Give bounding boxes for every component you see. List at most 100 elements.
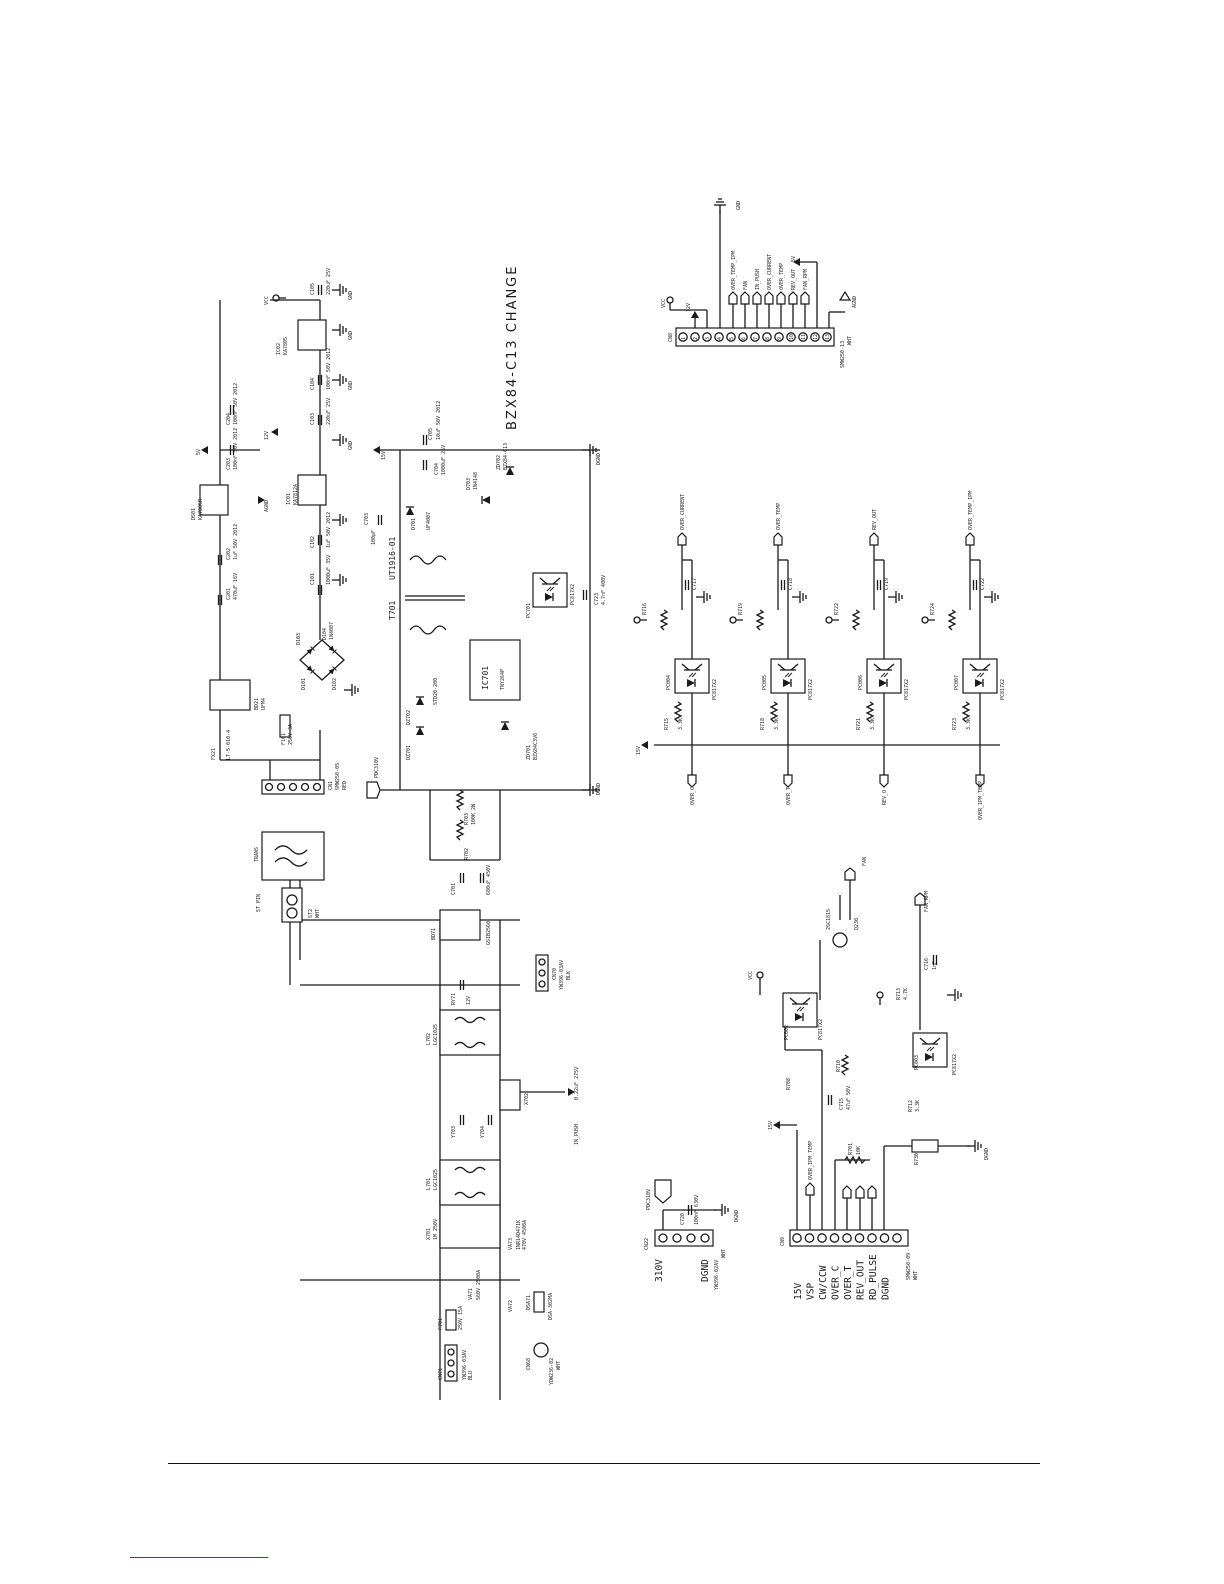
dz701-ref: DZ701 xyxy=(406,745,412,760)
cn9-pin-4 xyxy=(829,1233,840,1243)
c202-value: 1uF 50V 2012 xyxy=(233,524,239,560)
footer-link-underline[interactable] xyxy=(130,1557,268,1558)
c702-value: 680uF 450V xyxy=(486,865,492,895)
vcc-net-2: VCC xyxy=(748,971,754,980)
cn22-color: WHT xyxy=(721,1249,727,1258)
c104-value: 100nF 50V 2012 xyxy=(326,348,332,390)
l702-ref: L702 xyxy=(426,1033,432,1045)
cn68-color: WHT xyxy=(556,1361,562,1370)
cn22-pin-0: 310V xyxy=(654,1259,665,1282)
c723-value: 4.7nF 400V xyxy=(601,575,607,605)
opto-rin-value: 3.3K xyxy=(678,718,684,730)
cn8-pin-8 xyxy=(762,332,772,342)
cn9-ipm-flag: OVER_IPM_TEMP xyxy=(808,1141,814,1180)
y704-ref: Y704 xyxy=(480,1126,486,1138)
ds01-ref: DS01 xyxy=(191,508,197,520)
cn8-pin-number: 3 xyxy=(705,337,711,340)
cn70-part: YW396-03AV xyxy=(559,960,565,990)
x702-value: 12V xyxy=(466,996,472,1005)
bd71-value: GSIB2560 xyxy=(486,921,492,945)
agnd-net: AGND xyxy=(264,500,270,512)
d703-ref: D703 xyxy=(466,478,472,490)
bd21-ref: BD21 xyxy=(254,698,260,710)
pc003-value: PC817X2 xyxy=(952,1054,958,1075)
opto-rin-ref: R723 xyxy=(952,718,958,730)
opto-input-label: OVER_T xyxy=(786,787,792,805)
dz702-ref: DZ702 xyxy=(406,710,412,725)
pc003-ref: PC003 xyxy=(914,1055,920,1070)
cn9-part: SMW250-09 xyxy=(906,1253,912,1280)
va72-ref: VA72 xyxy=(508,1300,514,1312)
cn8-pin-label-3: FAN xyxy=(743,281,749,290)
d102-ref: D102 xyxy=(332,678,338,690)
ry71-value: 0.22uF 275V xyxy=(574,1067,580,1100)
c102-ref: C102 xyxy=(310,536,316,548)
cn8-pin-number: 2 xyxy=(693,337,699,340)
cn8-pin-10 xyxy=(786,332,796,342)
ry71-ref: X702 xyxy=(524,1093,530,1105)
cn8-ref: CN8 xyxy=(668,333,674,342)
d701-value: UF4007 xyxy=(426,512,432,530)
trans-ref: TRANS xyxy=(254,847,260,862)
gnd-net-4: GND xyxy=(348,441,354,450)
cn9-dgnd: DGND xyxy=(984,1148,990,1160)
t701-ref: T701 xyxy=(388,601,397,620)
cn8-part: SMW250-13 xyxy=(840,341,846,368)
c203-value: 100nF 50V 2012 xyxy=(233,428,239,470)
opto-output-label: OVER_CURRENT xyxy=(680,494,686,530)
cn8-pin-label-8: FAN_RPM xyxy=(803,269,809,290)
cn8-pin-7 xyxy=(750,332,760,342)
d104-value: 1N4007 xyxy=(329,622,335,640)
cn9-ref: CN9 xyxy=(780,1237,786,1246)
opto-output-label: OVER_TEMP_IPM xyxy=(968,491,974,530)
opto-pc-ref: PC007 xyxy=(954,675,960,690)
cn9-15v: 15V xyxy=(768,1121,774,1130)
opto-rout-ref: R722 xyxy=(834,603,840,615)
cn8-flags: OVER_TEMP_IPM FAN IN_PUSH OVER_CURRENT O… xyxy=(728,251,858,328)
opto-output-label: OVER_TEMP xyxy=(776,503,782,530)
c201-ref: C201 xyxy=(226,588,232,600)
c704-value: 1000uF 25V xyxy=(441,445,447,475)
cn71-connector xyxy=(444,1344,458,1382)
cn71-ref: CN71 xyxy=(438,1368,444,1380)
cn9-connector xyxy=(789,1229,909,1247)
cn1-ref: CN1 xyxy=(328,781,334,790)
cn8-pin-11 xyxy=(798,332,808,342)
cn9-pin-label: OVER_T xyxy=(843,1265,854,1300)
c204-ref: C204 xyxy=(226,413,232,425)
opto-rin-value: 3.3K xyxy=(774,718,780,730)
cn71-part: YW396-03AV xyxy=(462,1350,468,1380)
footer-rule xyxy=(168,1463,1040,1464)
cn8-pin-6 xyxy=(738,332,748,342)
c705-value: 10uF 50V 2012 xyxy=(436,401,442,440)
opto-pc-value: PC817X2 xyxy=(1000,679,1006,700)
pdc310v-net: PDC310V xyxy=(374,757,380,778)
gnd-net-3: GND xyxy=(348,381,354,390)
r713-value: 4.7K xyxy=(903,988,909,1000)
cn9-pin-1 xyxy=(792,1233,802,1243)
opto-pc-value: PC817X2 xyxy=(904,679,910,700)
st-pin-label: ST PIN xyxy=(256,894,262,912)
gnd-net-1: GND xyxy=(348,291,354,300)
cn9-pin-label: OVER_C xyxy=(831,1266,842,1300)
va71-value: 560V 2500A xyxy=(476,1270,482,1300)
opto-rin-value: 3.3K xyxy=(966,718,972,730)
dgnd-net-2: DGND xyxy=(596,453,602,465)
c101-value: 1000uF 35V xyxy=(326,555,332,585)
dsa71-value: DSA-302MA xyxy=(548,1293,554,1320)
d101-ref: D101 xyxy=(301,678,307,690)
r708-ref: R708 xyxy=(786,1078,792,1090)
opto-output-label: REV_OUT xyxy=(872,509,878,530)
cn1-color: RED xyxy=(342,781,348,790)
cn8-pin-9 xyxy=(774,332,784,342)
t701-value: UT1916-01 xyxy=(388,536,397,580)
c703-ref: C703 xyxy=(364,513,370,525)
vcc-net-1: VCC xyxy=(264,296,270,305)
ic02-value: KA7805 xyxy=(283,337,289,355)
c103-value: 220uF 25V xyxy=(326,398,332,425)
cn8-pin-number: 13 xyxy=(825,334,831,340)
cn8-pin-number: 11 xyxy=(801,334,807,340)
